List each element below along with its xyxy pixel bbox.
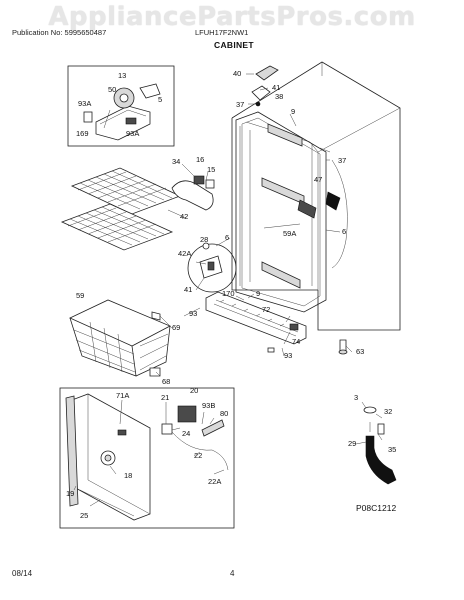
top-hinge-cover	[251, 65, 279, 107]
kick-plate-grille	[205, 291, 307, 353]
page-number: 4	[230, 569, 235, 578]
callout-22a: 22A	[208, 477, 221, 486]
callout-71a: 71A	[116, 391, 129, 400]
shelf-handle	[171, 175, 215, 211]
callout-29: 29	[348, 439, 356, 448]
publication-number: Publication No: 5995650487	[12, 28, 107, 37]
callout-34: 34	[172, 157, 180, 166]
callout-93a-lower: 93A	[126, 129, 139, 138]
section-title: CABINET	[214, 40, 254, 50]
callout-35: 35	[388, 445, 396, 454]
control-panel	[65, 393, 151, 521]
leveling-leg	[338, 339, 348, 355]
callout-170: 170	[222, 289, 235, 298]
callout-15: 15	[207, 165, 215, 174]
callout-37-top: 37	[236, 100, 244, 109]
callout-9-top: 9	[291, 107, 295, 116]
thermostat-bracket	[297, 191, 341, 219]
leader-lines	[73, 73, 383, 507]
callout-59: 59	[76, 291, 84, 300]
wire-shelf-upper	[70, 167, 182, 215]
callout-63: 63	[356, 347, 364, 356]
callout-50: 50	[108, 85, 116, 94]
callout-16: 16	[196, 155, 204, 164]
callout-72: 72	[262, 305, 270, 314]
watermark: AppliancePartsPros.com	[48, 2, 416, 32]
callout-93-right: 93	[284, 351, 292, 360]
callout-3: 3	[354, 393, 358, 402]
thermostat	[161, 405, 229, 471]
callout-22: 22	[194, 451, 202, 460]
callout-93b: 93B	[202, 401, 215, 410]
model-number: LFUH17F2NW1	[195, 28, 249, 37]
diagram-code: P08C1212	[356, 503, 397, 513]
callout-9-lower: 9	[256, 289, 260, 298]
drain-hose	[363, 406, 397, 485]
door-gasket-frame	[235, 111, 327, 313]
callout-74: 74	[292, 337, 300, 346]
footer-date: 08/14	[12, 569, 33, 578]
callout-40: 40	[233, 69, 241, 78]
fan-assembly-inset-box	[67, 65, 175, 147]
shelf-support-detail-circle	[187, 243, 237, 293]
fan-assembly	[83, 83, 161, 141]
callout-42a: 42A	[178, 249, 191, 258]
callout-24: 24	[182, 429, 190, 438]
callout-37-right: 37	[338, 156, 346, 165]
callout-18: 18	[124, 471, 132, 480]
callout-32: 32	[384, 407, 392, 416]
callout-6-left: 6	[225, 233, 229, 242]
shelf-support-clip	[199, 242, 223, 279]
callout-68: 68	[162, 377, 170, 386]
callout-80: 80	[220, 409, 228, 418]
callout-21: 21	[161, 393, 169, 402]
callout-41: 41	[272, 83, 280, 92]
control-panel-inset-box	[59, 387, 235, 529]
callout-20: 20	[190, 386, 198, 395]
callout-41-lower: 41	[184, 285, 192, 294]
callout-93-left: 93	[189, 309, 197, 318]
callout-93a: 93A	[78, 99, 91, 108]
wire-basket	[69, 299, 171, 377]
callout-5: 5	[158, 95, 162, 104]
callout-25: 25	[80, 511, 88, 520]
callout-69: 69	[172, 323, 180, 332]
callout-59a: 59A	[283, 229, 296, 238]
callout-38: 38	[275, 92, 283, 101]
callout-42: 42	[180, 212, 188, 221]
callout-19: 19	[66, 489, 74, 498]
callout-169: 169	[76, 129, 89, 138]
callout-28: 28	[200, 235, 208, 244]
upper-shelf-rail	[261, 123, 305, 289]
callout-labels: 40 41 38 37 9 37 13 50 93A 5 169 93A 34 …	[66, 69, 396, 520]
wire-shelf-lower	[60, 203, 174, 251]
callout-13: 13	[118, 71, 126, 80]
callout-6-right: 6	[342, 227, 346, 236]
callout-47: 47	[314, 175, 322, 184]
